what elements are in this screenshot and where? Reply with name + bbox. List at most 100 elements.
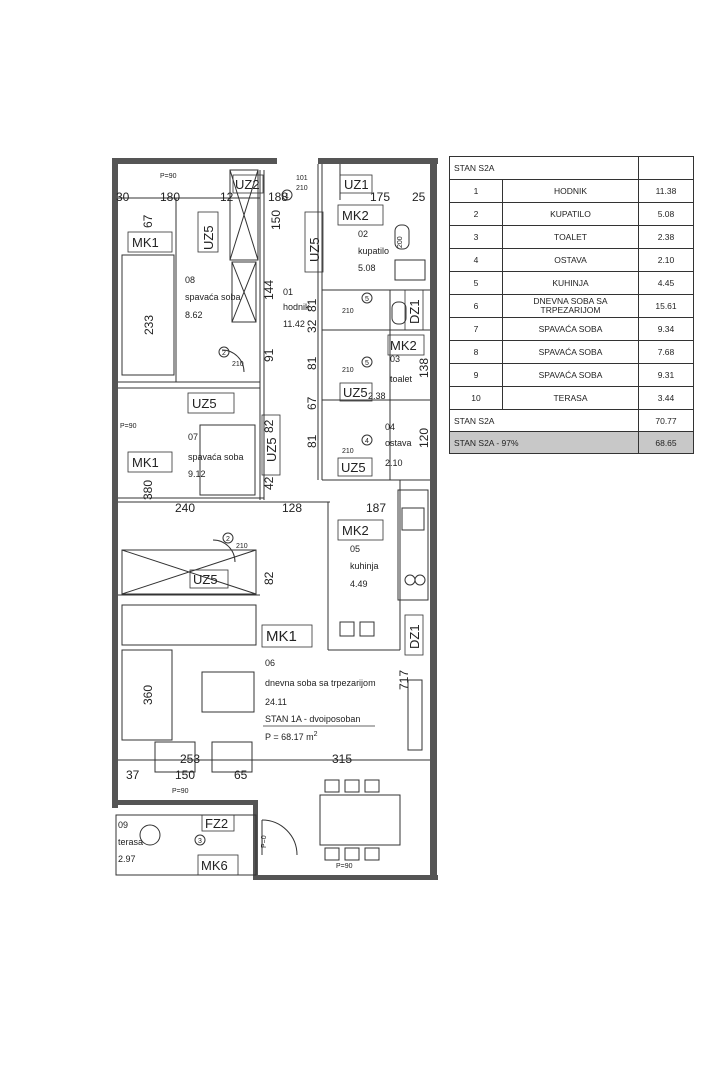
room-06-area: 24.11 <box>265 697 287 707</box>
dim-150-b: 150 <box>175 768 195 782</box>
room-07-area: 9.12 <box>188 469 206 479</box>
tag-p90-b: P=90 <box>120 423 137 430</box>
room-04-area: 2.10 <box>385 458 403 468</box>
room-08-name: spavaća soba <box>185 292 241 302</box>
dim-210-b: 210 <box>236 543 248 550</box>
dim-210-d: 210 <box>342 367 354 374</box>
dim-128: 128 <box>282 501 302 515</box>
dim-240: 240 <box>175 501 195 515</box>
dim-380: 380 <box>141 480 155 500</box>
tag-mk2-a: MK2 <box>342 208 369 223</box>
room-03-area: 2.38 <box>368 391 386 401</box>
dim-360: 360 <box>141 685 155 705</box>
tag-uz5-d: UZ5 <box>193 572 218 587</box>
marker-1: 1 <box>285 193 289 200</box>
tag-uz5-b: UZ5 <box>343 385 368 400</box>
tag-dz1-a: DZ1 <box>407 299 422 324</box>
dim-144: 144 <box>262 280 276 300</box>
marker-4: 4 <box>365 438 369 445</box>
dim-37: 37 <box>126 768 140 782</box>
tag-mk1-c: MK1 <box>266 628 297 645</box>
dim-25: 25 <box>412 190 426 204</box>
room-02-number: 02 <box>358 229 368 239</box>
dim-12-a: 12 <box>220 190 234 204</box>
tag-uz1: UZ1 <box>344 177 369 192</box>
room-02-name: kupatilo <box>358 246 389 256</box>
tag-uz5-a: UZ5 <box>192 396 217 411</box>
dim-253: 253 <box>180 752 200 766</box>
dim-82-a: 82 <box>262 419 276 433</box>
dim-150: 150 <box>269 210 283 230</box>
room-04-number: 04 <box>385 422 395 432</box>
dim-180: 180 <box>160 190 180 204</box>
room-04-name: ostava <box>385 438 412 448</box>
dim-91: 91 <box>262 348 276 362</box>
dim-67-a: 67 <box>141 214 155 228</box>
tag-p0: P=0 <box>261 835 268 848</box>
dim-81-a: 81 <box>305 298 319 312</box>
table-total-97-row: STAN S2A - 97% 68.65 <box>449 431 694 454</box>
room-06-number: 06 <box>265 658 275 668</box>
room-03-name: toalet <box>390 374 413 384</box>
table-total-row: STAN S2A 70.77 <box>449 409 694 432</box>
dim-315: 315 <box>332 752 352 766</box>
room-01-area: 11.42 <box>283 319 305 329</box>
dim-210-e: 210 <box>342 448 354 455</box>
tag-fz2: FZ2 <box>205 816 228 831</box>
tag-mk2-c: MK2 <box>390 338 417 353</box>
marker-5-a: 5 <box>365 296 369 303</box>
dim-210-c: 210 <box>342 308 354 315</box>
dim-81-b: 81 <box>305 356 319 370</box>
room-05-number: 05 <box>350 544 360 554</box>
room-01-name: hodnik <box>283 302 310 312</box>
tag-uz5-g: UZ5 <box>264 437 279 462</box>
room-07-name: spavaća soba <box>188 452 244 462</box>
tag-uz5-f: UZ5 <box>307 237 322 262</box>
room-02-area: 5.08 <box>358 263 376 273</box>
dim-101: 101 <box>296 175 308 182</box>
tag-uz5-c: UZ5 <box>341 460 366 475</box>
tag-mk1-a: MK1 <box>132 235 159 250</box>
dim-188: 188 <box>268 190 288 204</box>
dim-32: 32 <box>305 319 319 333</box>
room-05-name: kuhinja <box>350 561 379 571</box>
tag-mk6: MK6 <box>201 858 228 873</box>
dim-138: 138 <box>417 358 431 378</box>
room-01-number: 01 <box>283 287 293 297</box>
dim-120: 120 <box>417 428 431 448</box>
room-03-number: 03 <box>390 354 400 364</box>
tag-mk2-b: MK2 <box>342 523 369 538</box>
dim-717: 717 <box>397 670 411 690</box>
tag-p90-a: P=90 <box>160 173 177 180</box>
apartment-name: STAN 1A - dvoiposoban <box>265 714 360 724</box>
dim-65: 65 <box>234 768 248 782</box>
room-09-number: 09 <box>118 820 128 830</box>
dim-200: 200 <box>397 236 404 248</box>
dim-67-b: 67 <box>305 396 319 410</box>
table-title: STAN S2A <box>449 156 639 180</box>
room-09-name: terasa <box>118 837 143 847</box>
room-06-name: dnevna soba sa trpezarijom <box>265 678 376 688</box>
dim-210-a: 210 <box>232 361 244 368</box>
dim-30-a: 30 <box>116 190 130 204</box>
dim-81-c: 81 <box>305 434 319 448</box>
dim-82-b: 82 <box>262 571 276 585</box>
dim-42: 42 <box>262 476 276 490</box>
tag-mk1-b: MK1 <box>132 455 159 470</box>
tag-dz1-b: DZ1 <box>407 624 422 649</box>
marker-3: 3 <box>198 838 202 845</box>
tag-p90-d: P=90 <box>336 863 353 870</box>
marker-2-b: 2 <box>226 536 230 543</box>
dim-187: 187 <box>366 501 386 515</box>
